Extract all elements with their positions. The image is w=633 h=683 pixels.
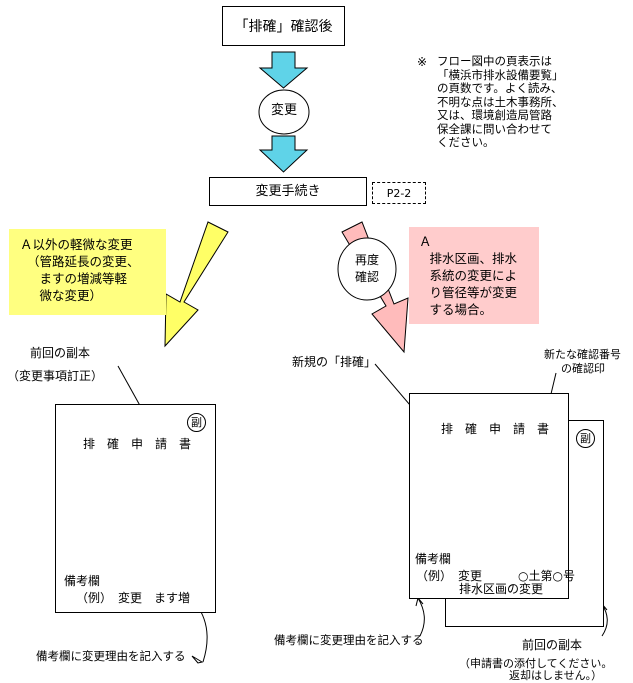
recheck-circle-shape	[337, 237, 397, 301]
footnote-mark: ※	[417, 55, 428, 69]
minor-change-callout: Ａ以外の軽微な変更 （管路延長の変更、 ますの増減等軽 微な変更）	[9, 229, 166, 315]
footnote: フロー図中の頁表示は 「横浜市排水設備要覧」 の頁数です。よく読み、 不明な点は…	[437, 54, 564, 150]
callout-line: り管径等が変更	[417, 285, 518, 300]
copy-badge-label: 副	[191, 416, 202, 429]
new-application-form: 排 確 申 請 書 備考欄 （例） 変更 ○土第○号 排水区画の変更	[409, 393, 575, 599]
right-bottom-leader	[417, 597, 425, 637]
major-change-callout: Ａ 排水区画、排水 系統の変更によ り管径等が変更 する場合。	[409, 227, 539, 324]
attach-note-2: 返却はしません。）	[509, 669, 603, 682]
page-ref-label: P2-2	[386, 187, 412, 200]
left-bottom-label: 備考欄に変更理由を記入する	[36, 649, 186, 663]
copy-badge: 副	[576, 429, 595, 448]
callout-line: Ａ以外の軽微な変更	[20, 237, 133, 252]
form-title: 排 確 申 請 書	[83, 437, 192, 451]
left-application-form: 副 排 確 申 請 書 備考欄 （例） 変更 ます増	[55, 404, 216, 613]
callout-line: Ａ	[419, 234, 432, 249]
copy-badge: 副	[187, 413, 206, 432]
remarks-example-2: 排水区画の変更	[459, 582, 544, 596]
cyan-down-arrow-1	[258, 51, 309, 89]
copy-badge-label: 副	[580, 432, 591, 445]
remarks-label: 備考欄	[64, 574, 101, 588]
remarks-label: 備考欄	[415, 552, 452, 566]
footnote-line: 保全課に問い合わせて	[437, 121, 552, 136]
stamp-label-1: 新たな確認番号	[544, 348, 621, 361]
stamp-label-2: の確認印	[561, 362, 605, 375]
callout-line: ますの増減等軽	[27, 271, 128, 286]
footnote-line: 不明な点は土木事務所、	[437, 94, 564, 109]
confirmed-box-label: 「排確」確認後	[234, 19, 333, 35]
right-bottom-leader-head	[415, 597, 424, 607]
remarks-example: （例） 変更 ○土第○号	[416, 569, 575, 583]
callout-line: 系統の変更によ	[417, 268, 518, 283]
procedure-box-label: 変更手続き	[255, 184, 321, 199]
callout-line: 排水区画、排水	[417, 251, 518, 266]
pink-diagonal-arrow	[341, 221, 409, 354]
footnote-line: 又は、環境創造局管路	[437, 108, 552, 122]
footnote-line: ください。	[437, 135, 495, 149]
footnote-line: フロー図中の頁表示は	[437, 54, 552, 68]
left-doc-label-1: 前回の副本	[30, 346, 91, 360]
recheck-label-1: 再度	[354, 253, 379, 267]
callout-line: （管路延長の変更、	[27, 254, 140, 269]
procedure-box: 変更手続き	[209, 177, 367, 206]
yellow-diagonal-arrow	[164, 221, 229, 348]
previous-copy-label: 前回の副本	[522, 638, 583, 652]
callout-line: 微な変更）	[27, 288, 103, 303]
recheck-label-2: 確認	[354, 270, 379, 284]
confirmed-box: 「排確」確認後	[222, 6, 345, 46]
cyan-down-arrow-2	[258, 135, 309, 173]
attach-note-1: （申請書の添付してください。	[459, 657, 613, 670]
new-application-label: 新規の「排確」	[292, 355, 377, 369]
footnote-line: の頁数です。よく読み、	[437, 81, 563, 95]
callout-line: する場合。	[417, 302, 493, 317]
left-doc-label-2: （変更事項訂正）	[7, 369, 104, 383]
footnote-line: 「横浜市排水設備要覧」	[437, 67, 564, 82]
change-label: 変更	[270, 103, 297, 118]
form-title: 排 確 申 請 書	[441, 422, 550, 436]
remarks-example: （例） 変更 ます増	[76, 591, 191, 605]
right-bottom-label: 備考欄に変更理由を記入する	[274, 633, 424, 647]
page-ref-box: P2-2	[372, 182, 426, 204]
